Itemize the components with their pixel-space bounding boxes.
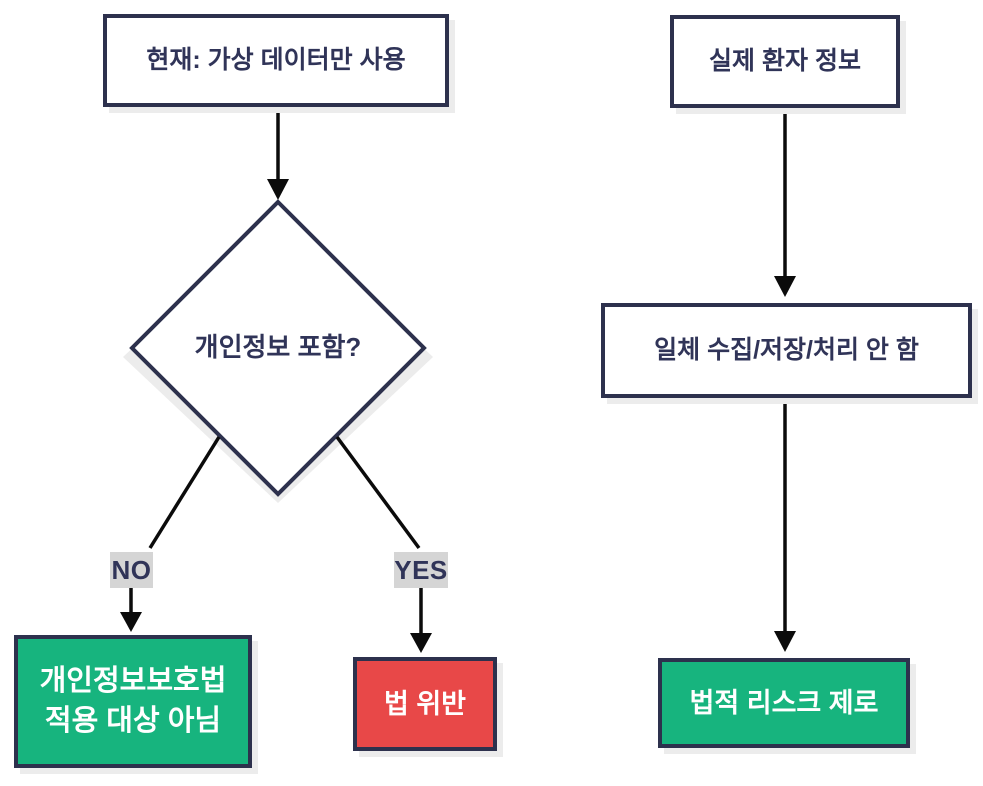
node-violation-result: 법 위반 [353,657,497,751]
edge-decision-to-no [148,436,221,549]
edge-realinfo-to-noprocessing [774,108,796,297]
exempt-line1: 개인정보보호법 [39,665,227,698]
current-state-label: 현재: 가상 데이터만 사용 [146,45,406,74]
edge-label-no: NO [110,552,153,588]
decision-diamond-shape [123,199,433,503]
zero-risk-label: 법적 리스크 제로 [689,687,879,718]
edge-current-to-decision [267,107,289,200]
edge-noprocessing-to-zerorisk [774,398,796,652]
violation-label: 법 위반 [383,688,467,719]
node-real-info: 실제 환자 정보 [670,15,900,108]
node-exempt-result: 개인정보보호법 적용 대상 아님 [14,635,252,768]
edge-decision-to-yes [335,435,421,550]
edge-label-yes: YES [394,552,448,588]
node-no-processing: 일체 수집/저장/처리 안 함 [601,303,972,398]
real-info-label: 실제 환자 정보 [709,46,861,75]
node-zero-risk: 법적 리스크 제로 [658,658,910,748]
no-processing-label: 일체 수집/저장/처리 안 함 [654,335,919,364]
edge-no-to-exempt [120,588,142,632]
node-current-state: 현재: 가상 데이터만 사용 [103,14,449,107]
yes-label-text: YES [394,554,448,585]
edge-yes-to-violation [410,588,432,653]
no-label-text: NO [111,554,152,585]
diamond-outline [129,199,427,497]
exempt-line2: 적용 대상 아님 [44,704,222,737]
